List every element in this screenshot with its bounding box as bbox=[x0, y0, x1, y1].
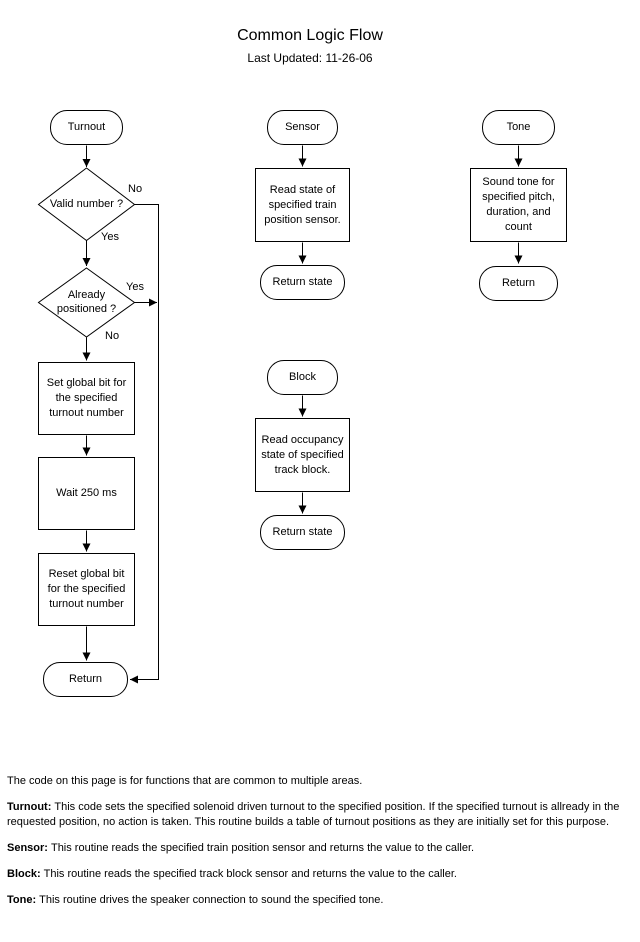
note-turnout-text: This code sets the specified solenoid dr… bbox=[7, 801, 620, 828]
note-sensor: Sensor:This routine reads the specified … bbox=[7, 841, 633, 856]
valid-no-branch-label: No bbox=[128, 183, 143, 195]
positioned-yes-branch-label: Yes bbox=[126, 281, 144, 293]
positioned-no-branch-label: No bbox=[105, 330, 120, 342]
read-occupancy-process: Read occupancy state of specified track … bbox=[255, 418, 350, 492]
notes-intro: The code on this page is for functions t… bbox=[7, 775, 363, 787]
note-block-term: Block: bbox=[7, 868, 41, 880]
note-tone-term: Tone: bbox=[7, 894, 37, 906]
note-sensor-text: This routine reads the specified train p… bbox=[50, 842, 475, 854]
valid-yes-branch-label: Yes bbox=[101, 231, 119, 243]
already-positioned-decision-label: Already positioned ? bbox=[56, 289, 117, 315]
reset-global-bit-process: Reset global bit for the specified turno… bbox=[38, 553, 135, 626]
tone-return-terminator: Return bbox=[479, 266, 558, 301]
tone-start-terminator: Tone bbox=[482, 110, 555, 145]
wait-250ms-process: Wait 250 ms bbox=[38, 457, 135, 530]
set-global-bit-process: Set global bit for the specified turnout… bbox=[38, 362, 135, 435]
turnout-return-terminator: Return bbox=[43, 662, 128, 697]
valid-number-decision-label: Valid number ? bbox=[49, 198, 124, 210]
page-subtitle: Last Updated: 11-26-06 bbox=[247, 51, 373, 65]
note-turnout-term: Turnout: bbox=[7, 801, 52, 813]
note-tone-text: This routine drives the speaker connecti… bbox=[39, 894, 384, 906]
sound-tone-process: Sound tone for specified pitch, duration… bbox=[470, 168, 567, 242]
sensor-return-state-terminator: Return state bbox=[260, 265, 345, 300]
turnout-start-terminator: Turnout bbox=[50, 110, 123, 145]
block-return-state-terminator: Return state bbox=[260, 515, 345, 550]
read-state-process: Read state of specified train position s… bbox=[255, 168, 350, 242]
block-start-terminator: Block bbox=[267, 360, 338, 395]
sensor-start-terminator: Sensor bbox=[267, 110, 338, 145]
note-tone: Tone:This routine drives the speaker con… bbox=[7, 893, 633, 908]
note-block-text: This routine reads the specified track b… bbox=[43, 868, 457, 880]
note-turnout: Turnout:This code sets the specified sol… bbox=[7, 800, 633, 830]
page-title: Common Logic Flow bbox=[237, 27, 383, 44]
note-block: Block:This routine reads the specified t… bbox=[7, 867, 633, 882]
note-sensor-term: Sensor: bbox=[7, 842, 48, 854]
notes-section: The code on this page is for functions t… bbox=[7, 774, 633, 919]
